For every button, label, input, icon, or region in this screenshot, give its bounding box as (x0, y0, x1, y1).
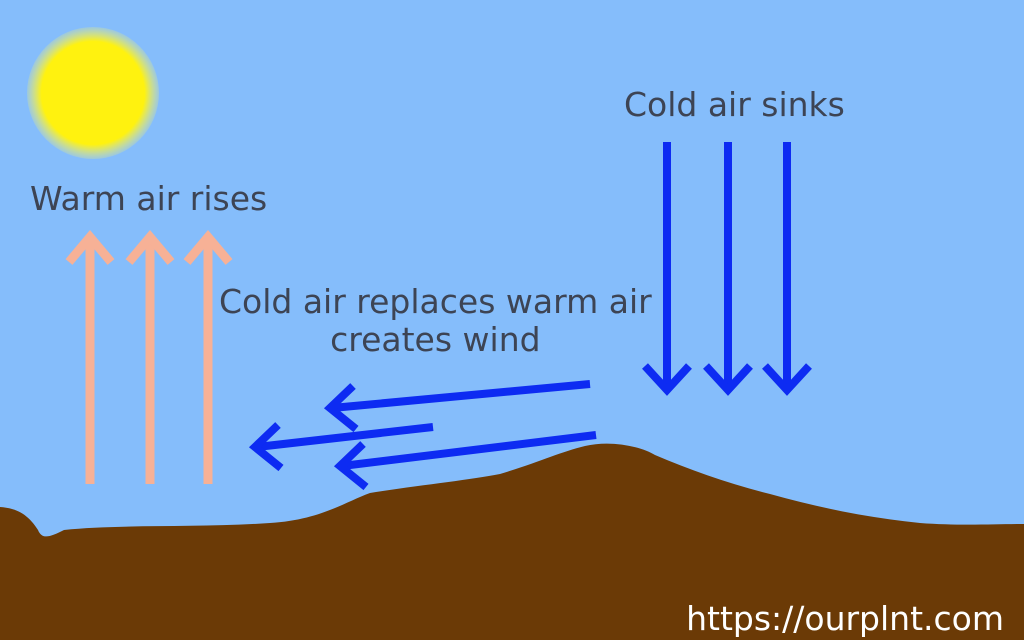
cold-arrow-2 (703, 142, 753, 396)
wind-arrows (248, 380, 597, 491)
wind-arrow-1 (323, 380, 591, 433)
cold-arrow-1 (642, 142, 692, 396)
ground-hills (0, 443, 1024, 640)
wind-explanation-label: Cold air replaces warm air creates wind (219, 283, 652, 359)
wind-arrow-2 (248, 422, 434, 472)
sun-icon (27, 27, 159, 159)
wind-arrow-3 (333, 431, 597, 491)
cold-arrow-3 (762, 142, 812, 396)
source-watermark: https://ourplnt.com (686, 599, 1004, 638)
warm-air-arrows (65, 230, 233, 484)
warm-arrow-1 (65, 230, 115, 484)
warm-arrow-3 (183, 230, 233, 484)
wind-label-line-1: Cold air replaces warm air (219, 282, 652, 321)
wind-label-line-2: creates wind (330, 319, 541, 359)
cold-air-sinks-label: Cold air sinks (624, 85, 845, 124)
cold-air-arrows (642, 142, 812, 396)
warm-arrow-2 (125, 230, 175, 484)
warm-air-rises-label: Warm air rises (30, 179, 268, 218)
